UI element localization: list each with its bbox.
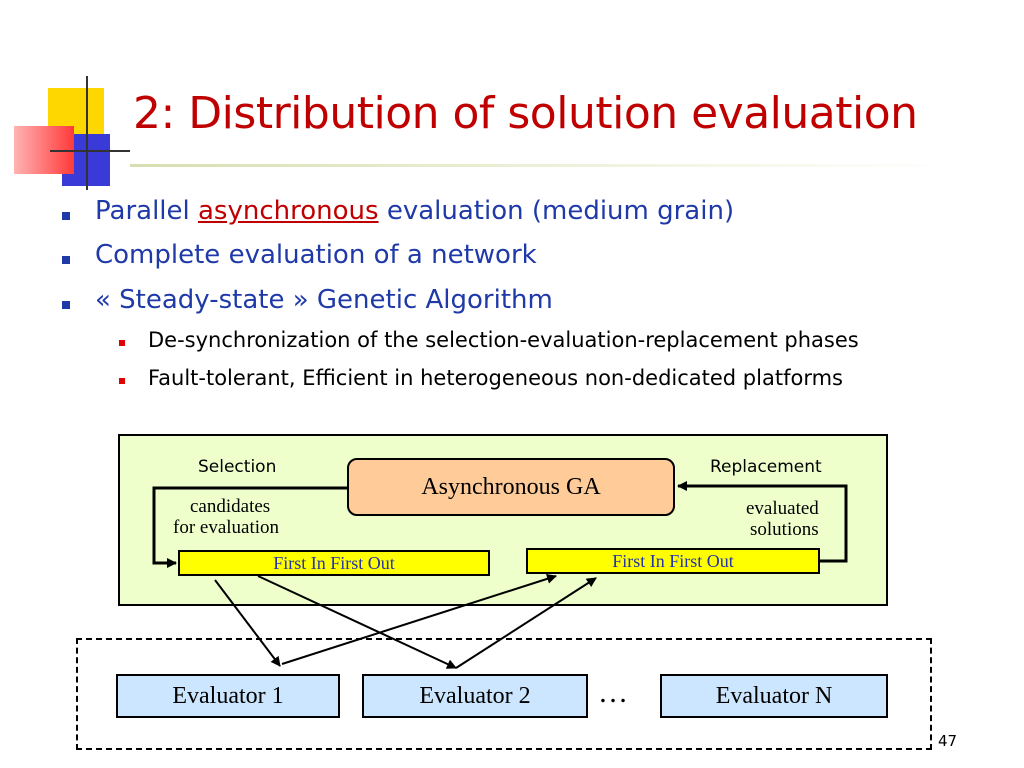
candidates-label-line2: for evaluation	[173, 517, 280, 538]
bullet-marker	[62, 212, 70, 220]
slide-title: 2: Distribution of solution evaluation	[133, 88, 918, 139]
bullet-3: « Steady-state » Genetic Algorithm	[95, 285, 553, 315]
bullet-1-suffix: evaluation (medium grain)	[386, 196, 735, 226]
evaluators-region	[76, 638, 932, 750]
selection-arrow	[152, 486, 347, 568]
logo-vertical-line	[86, 76, 88, 190]
candidates-label-line1: candidates	[190, 496, 271, 517]
evaluated-label-line2: solutions	[750, 519, 819, 540]
sub-bullet-1: De-synchronization of the selection-eval…	[148, 328, 859, 352]
ellipsis: …	[598, 676, 628, 709]
fifo-right: First In First Out	[526, 548, 820, 574]
title-underline	[130, 164, 960, 167]
evaluator-2-to-fifo	[455, 577, 597, 669]
fifo-to-evaluator-1	[214, 579, 281, 667]
asynchronous-link[interactable]: asynchronous	[198, 196, 379, 226]
bullet-1-prefix: Parallel	[95, 196, 190, 226]
page-number: 47	[938, 732, 958, 750]
evaluator-n: Evaluator N	[660, 674, 888, 718]
evaluator-1: Evaluator 1	[116, 674, 340, 718]
sub-bullet-marker	[119, 378, 125, 384]
bullet-marker	[62, 256, 70, 264]
selection-label: Selection	[198, 457, 277, 477]
bullet-1: Parallel asynchronous evaluation (medium…	[95, 196, 734, 226]
sub-bullet-marker	[119, 340, 125, 346]
replacement-label: Replacement	[710, 457, 822, 477]
evaluated-label-line1: evaluated	[746, 498, 819, 519]
bullet-marker	[62, 301, 70, 309]
fifo-left: First In First Out	[178, 550, 490, 576]
fifo-to-evaluator-2	[257, 575, 457, 669]
evaluator-2: Evaluator 2	[362, 674, 588, 718]
evaluator-1-to-fifo	[281, 573, 557, 665]
bullet-2: Complete evaluation of a network	[95, 240, 537, 270]
logo-horizontal-line	[50, 150, 130, 152]
asynchronous-ga-box: Asynchronous GA	[347, 458, 675, 516]
replacement-arrow	[677, 481, 848, 563]
sub-bullet-2: Fault-tolerant, Efficient in heterogeneo…	[148, 366, 843, 390]
